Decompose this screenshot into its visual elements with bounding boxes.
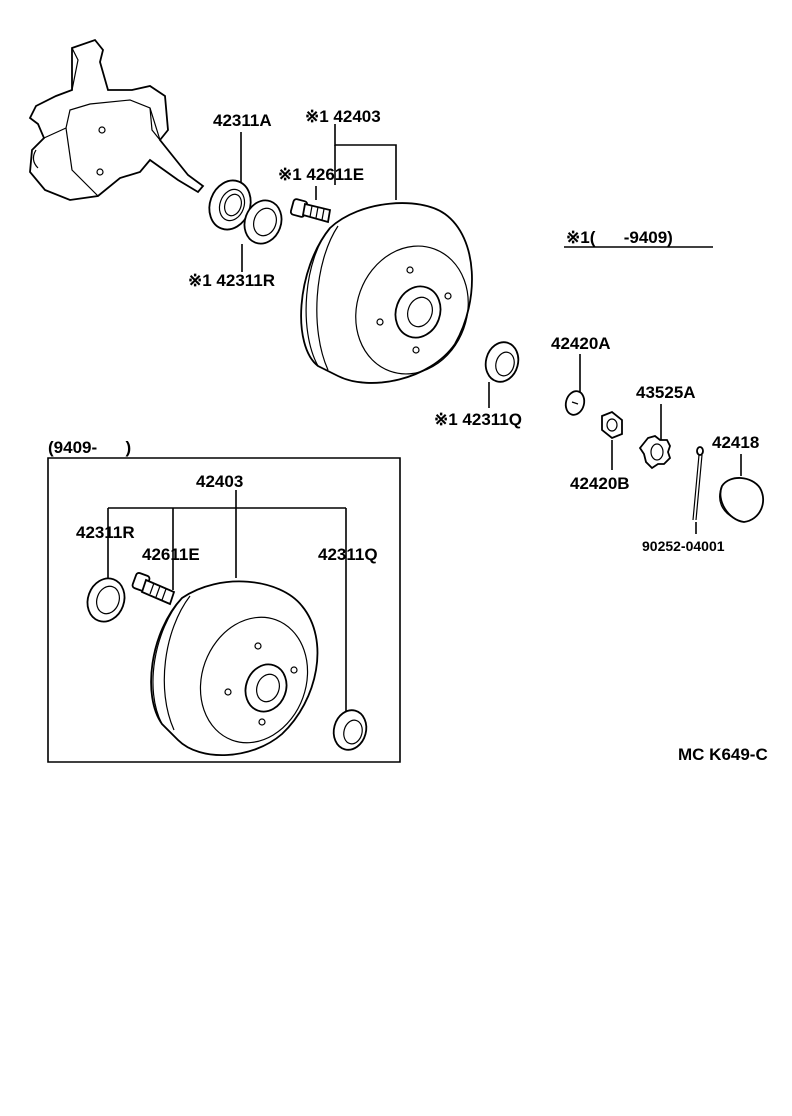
inset-brake-drum-42403: [150, 580, 319, 756]
label-42311Q-main: ※1 42311Q: [434, 410, 522, 429]
bearing-42311Q-main: [484, 341, 520, 383]
grease-cap-42418: [719, 477, 765, 523]
inset-bearing-42311Q: [332, 709, 368, 751]
cotter-pin-90252-04001: [692, 446, 704, 521]
nut-42420B: [601, 410, 623, 440]
main-leader-lines: [240, 124, 742, 534]
inset-label-42311Q: 42311Q: [318, 545, 378, 564]
washer-42420A: [564, 390, 586, 416]
inset-bearing-42311R: [86, 577, 126, 623]
inset-hub-bolt-42611E: [131, 572, 176, 606]
hub-bolt-42611E: [289, 198, 332, 224]
label-43525A: 43525A: [636, 383, 696, 402]
diagram-code: MC K649-C: [678, 745, 768, 764]
inset-label-42403: 42403: [196, 472, 243, 491]
label-42418: 42418: [712, 433, 759, 452]
bearing-42311R: [243, 199, 283, 245]
brake-drum-42403-main: [300, 202, 473, 384]
label-90252-04001: 90252-04001: [642, 538, 725, 554]
label-42311R-main: ※1 42311R: [188, 271, 275, 290]
nut-lock-cap-43525A: [638, 435, 672, 470]
label-42611E-main: ※1 42611E: [278, 165, 364, 184]
inset-box: [47, 457, 401, 763]
inset-label-42311R: 42311R: [76, 523, 135, 542]
inset-leader-lines: [107, 490, 347, 712]
bearing-42311A: [208, 179, 252, 231]
label-42403-main: ※1 42403: [305, 107, 381, 126]
steering-knuckle: [28, 38, 205, 201]
label-42420A: 42420A: [551, 334, 611, 353]
inset-title: (9409- ): [48, 438, 131, 457]
label-42311A: 42311A: [213, 111, 272, 130]
label-42420B: 42420B: [570, 474, 630, 493]
inset-label-42611E: 42611E: [142, 545, 200, 564]
footnote-text: ※1( -9409): [566, 228, 673, 247]
